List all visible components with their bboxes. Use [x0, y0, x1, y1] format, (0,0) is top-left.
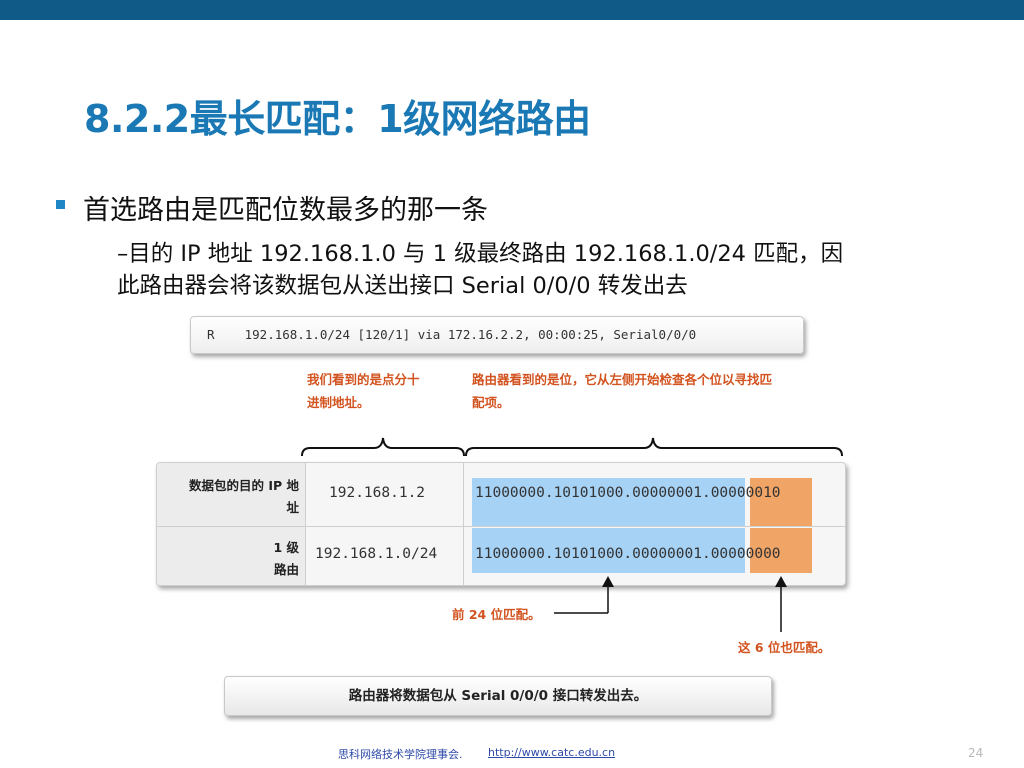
router-note-line-2: 配项。: [472, 395, 510, 410]
first24-note: 前 24 位匹配。: [452, 607, 541, 622]
route-table-entry: R 192.168.1.0/24 [120/1] via 172.16.2.2,…: [190, 316, 804, 354]
bullet-text: 首选路由是匹配位数最多的那一条: [83, 195, 488, 226]
dotted-address: 192.168.1.2: [329, 485, 426, 501]
left-curly-brace: [301, 437, 465, 457]
sub-bullet: –目的 IP 地址 192.168.1.0 与 1 级最终路由 192.168.…: [117, 238, 997, 302]
route-entry-text: R 192.168.1.0/24 [120/1] via 172.16.2.2,…: [207, 327, 697, 342]
match-highlight-blue: [472, 528, 745, 573]
table-row-label: 数据包的目的 IP 地 址: [188, 478, 299, 515]
human-note-line-1: 我们看到的是点分十: [307, 372, 420, 387]
right-curly-brace: [465, 437, 843, 457]
bits-last-octet: 00000010: [710, 485, 781, 501]
bits-matched: 11000000.10101000.00000001.: [475, 485, 711, 501]
slide-title: 8.2.2最长匹配：1级网络路由: [84, 97, 591, 141]
footer-org: 思科网络技术学院理事会.: [338, 748, 463, 761]
bits-last-octet: 00000000: [710, 546, 781, 562]
human-view-note: 我们看到的是点分十 进制地址。: [307, 368, 420, 414]
match-highlight-orange: [750, 528, 812, 573]
first24-arrow-icon: [554, 576, 614, 614]
sub-bullet-line-2: 此路由器会将该数据包从送出接口 Serial 0/0/0 转发出去: [117, 273, 688, 299]
bits-matched: 11000000.10101000.00000001.: [475, 546, 711, 562]
page-number: 24: [968, 746, 984, 760]
top-banner: [0, 0, 1024, 20]
bullet-square-icon: [56, 200, 65, 209]
table-row-label: 1 级 路由: [273, 540, 299, 577]
binary-address: 11000000.10101000.00000001.00000010: [475, 485, 781, 501]
address-compare-table: 数据包的目的 IP 地 址 192.168.1.2 11000000.10101…: [156, 462, 846, 586]
sub-bullet-line-1: –目的 IP 地址 192.168.1.0 与 1 级最终路由 192.168.…: [117, 241, 844, 267]
router-note-line-1: 路由器看到的是位，它从左侧开始检查各个位以寻找匹: [472, 372, 773, 387]
match-highlight-blue: [472, 478, 745, 526]
match-highlight-orange: [750, 478, 812, 526]
dotted-address: 192.168.1.0/24: [315, 546, 438, 562]
router-view-note: 路由器看到的是位，它从左侧开始检查各个位以寻找匹 配项。: [472, 368, 772, 414]
forward-result-box: 路由器将数据包从 Serial 0/0/0 接口转发出去。: [224, 676, 772, 716]
binary-address: 11000000.10101000.00000001.00000000: [475, 546, 781, 562]
footer-link[interactable]: http://www.catc.edu.cn: [488, 746, 616, 759]
last6-arrow-icon: [775, 576, 787, 632]
human-note-line-2: 进制地址。: [307, 395, 370, 410]
label-column: [157, 463, 305, 585]
last6-note: 这 6 位也匹配。: [738, 640, 831, 655]
